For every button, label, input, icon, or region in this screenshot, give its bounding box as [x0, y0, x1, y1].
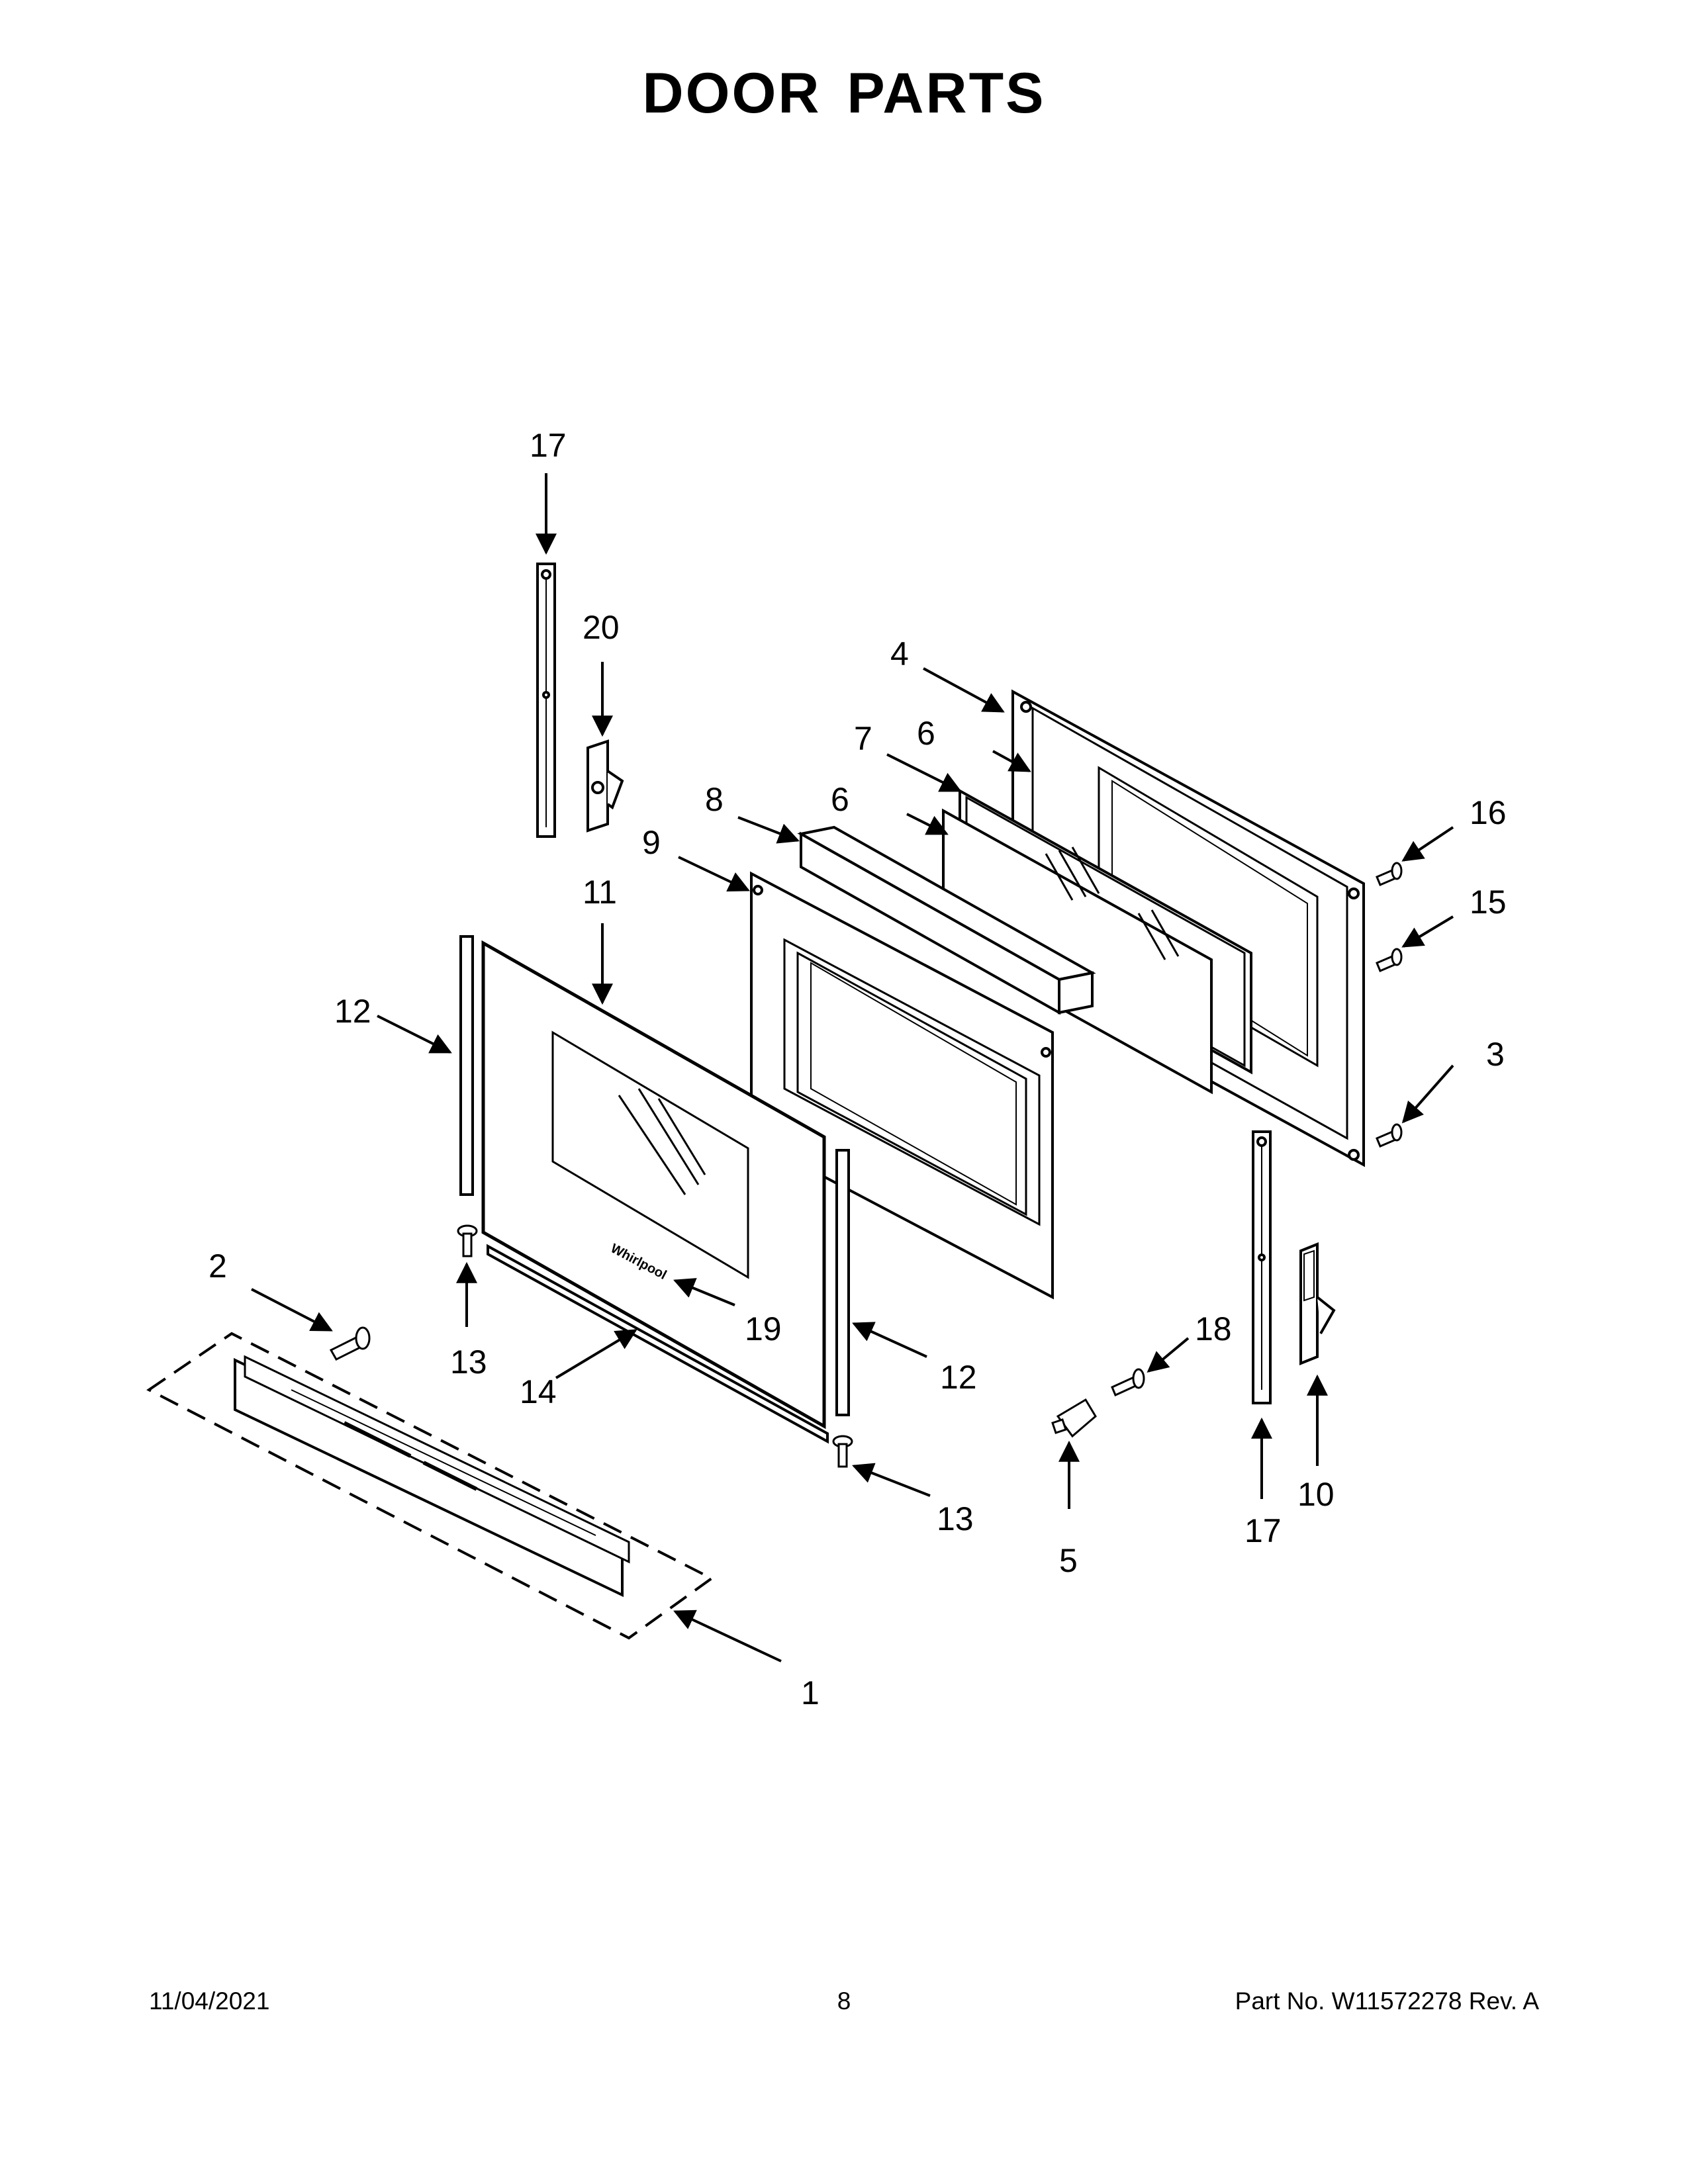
hinge-bracket-right [1252, 1130, 1272, 1404]
handle-dashed-outline [146, 1332, 714, 1640]
callout-2: 2 [209, 1248, 227, 1285]
callout-10: 10 [1297, 1476, 1335, 1513]
callout-8: 8 [705, 781, 724, 818]
callout-4: 4 [890, 635, 909, 672]
callout-11: 11 [583, 874, 617, 911]
callout-18: 18 [1195, 1310, 1232, 1347]
door-handle [234, 1355, 630, 1598]
callout-15: 15 [1470, 884, 1507, 921]
callout-19: 19 [745, 1310, 782, 1347]
callout-17-bottom: 17 [1244, 1512, 1282, 1549]
side-trim-right [835, 1149, 850, 1416]
side-trim-left [459, 935, 474, 1196]
callout-17-top: 17 [530, 427, 567, 464]
footer-part-number: Part No. W11572278 Rev. A [1235, 1987, 1539, 2015]
page-title: DOOR PARTS [642, 62, 1046, 125]
hinge-bracket-left [536, 563, 556, 838]
window-glass-assembly [942, 788, 1252, 1095]
door-switch-bracket [1051, 1398, 1097, 1438]
callout-7: 7 [854, 720, 872, 757]
callout-3: 3 [1486, 1036, 1505, 1073]
callout-9: 9 [642, 824, 661, 861]
screw-15 [1376, 948, 1403, 972]
hinge-lower [1299, 1242, 1336, 1365]
bracket-screw [1111, 1368, 1145, 1397]
callout-13-left: 13 [450, 1343, 487, 1381]
callout-20: 20 [583, 609, 620, 646]
leader-arrows [251, 473, 1454, 1662]
screw-16 [1376, 862, 1403, 886]
door-liner [750, 871, 1054, 1300]
callout-13-right: 13 [937, 1500, 974, 1537]
footer-date: 11/04/2021 [149, 1987, 270, 2015]
hinge-upper [586, 739, 624, 833]
handle-screw [329, 1326, 371, 1361]
callout-6-upper: 6 [917, 715, 935, 752]
callout-6-lower: 6 [831, 781, 849, 818]
outer-door-glass: Whirlpool [481, 940, 826, 1430]
callout-5: 5 [1059, 1542, 1078, 1579]
callout-1: 1 [801, 1674, 820, 1711]
callout-12-left: 12 [334, 993, 371, 1030]
insulation-block [797, 825, 1096, 1015]
callout-14: 14 [520, 1373, 557, 1410]
callout-12-right: 12 [940, 1359, 977, 1396]
callout-16: 16 [1470, 794, 1507, 831]
footer-page-number: 8 [837, 1987, 851, 2015]
screw-left [457, 1224, 478, 1257]
bottom-trim [487, 1244, 829, 1444]
screw-3 [1376, 1123, 1403, 1148]
screw-right [832, 1435, 853, 1468]
